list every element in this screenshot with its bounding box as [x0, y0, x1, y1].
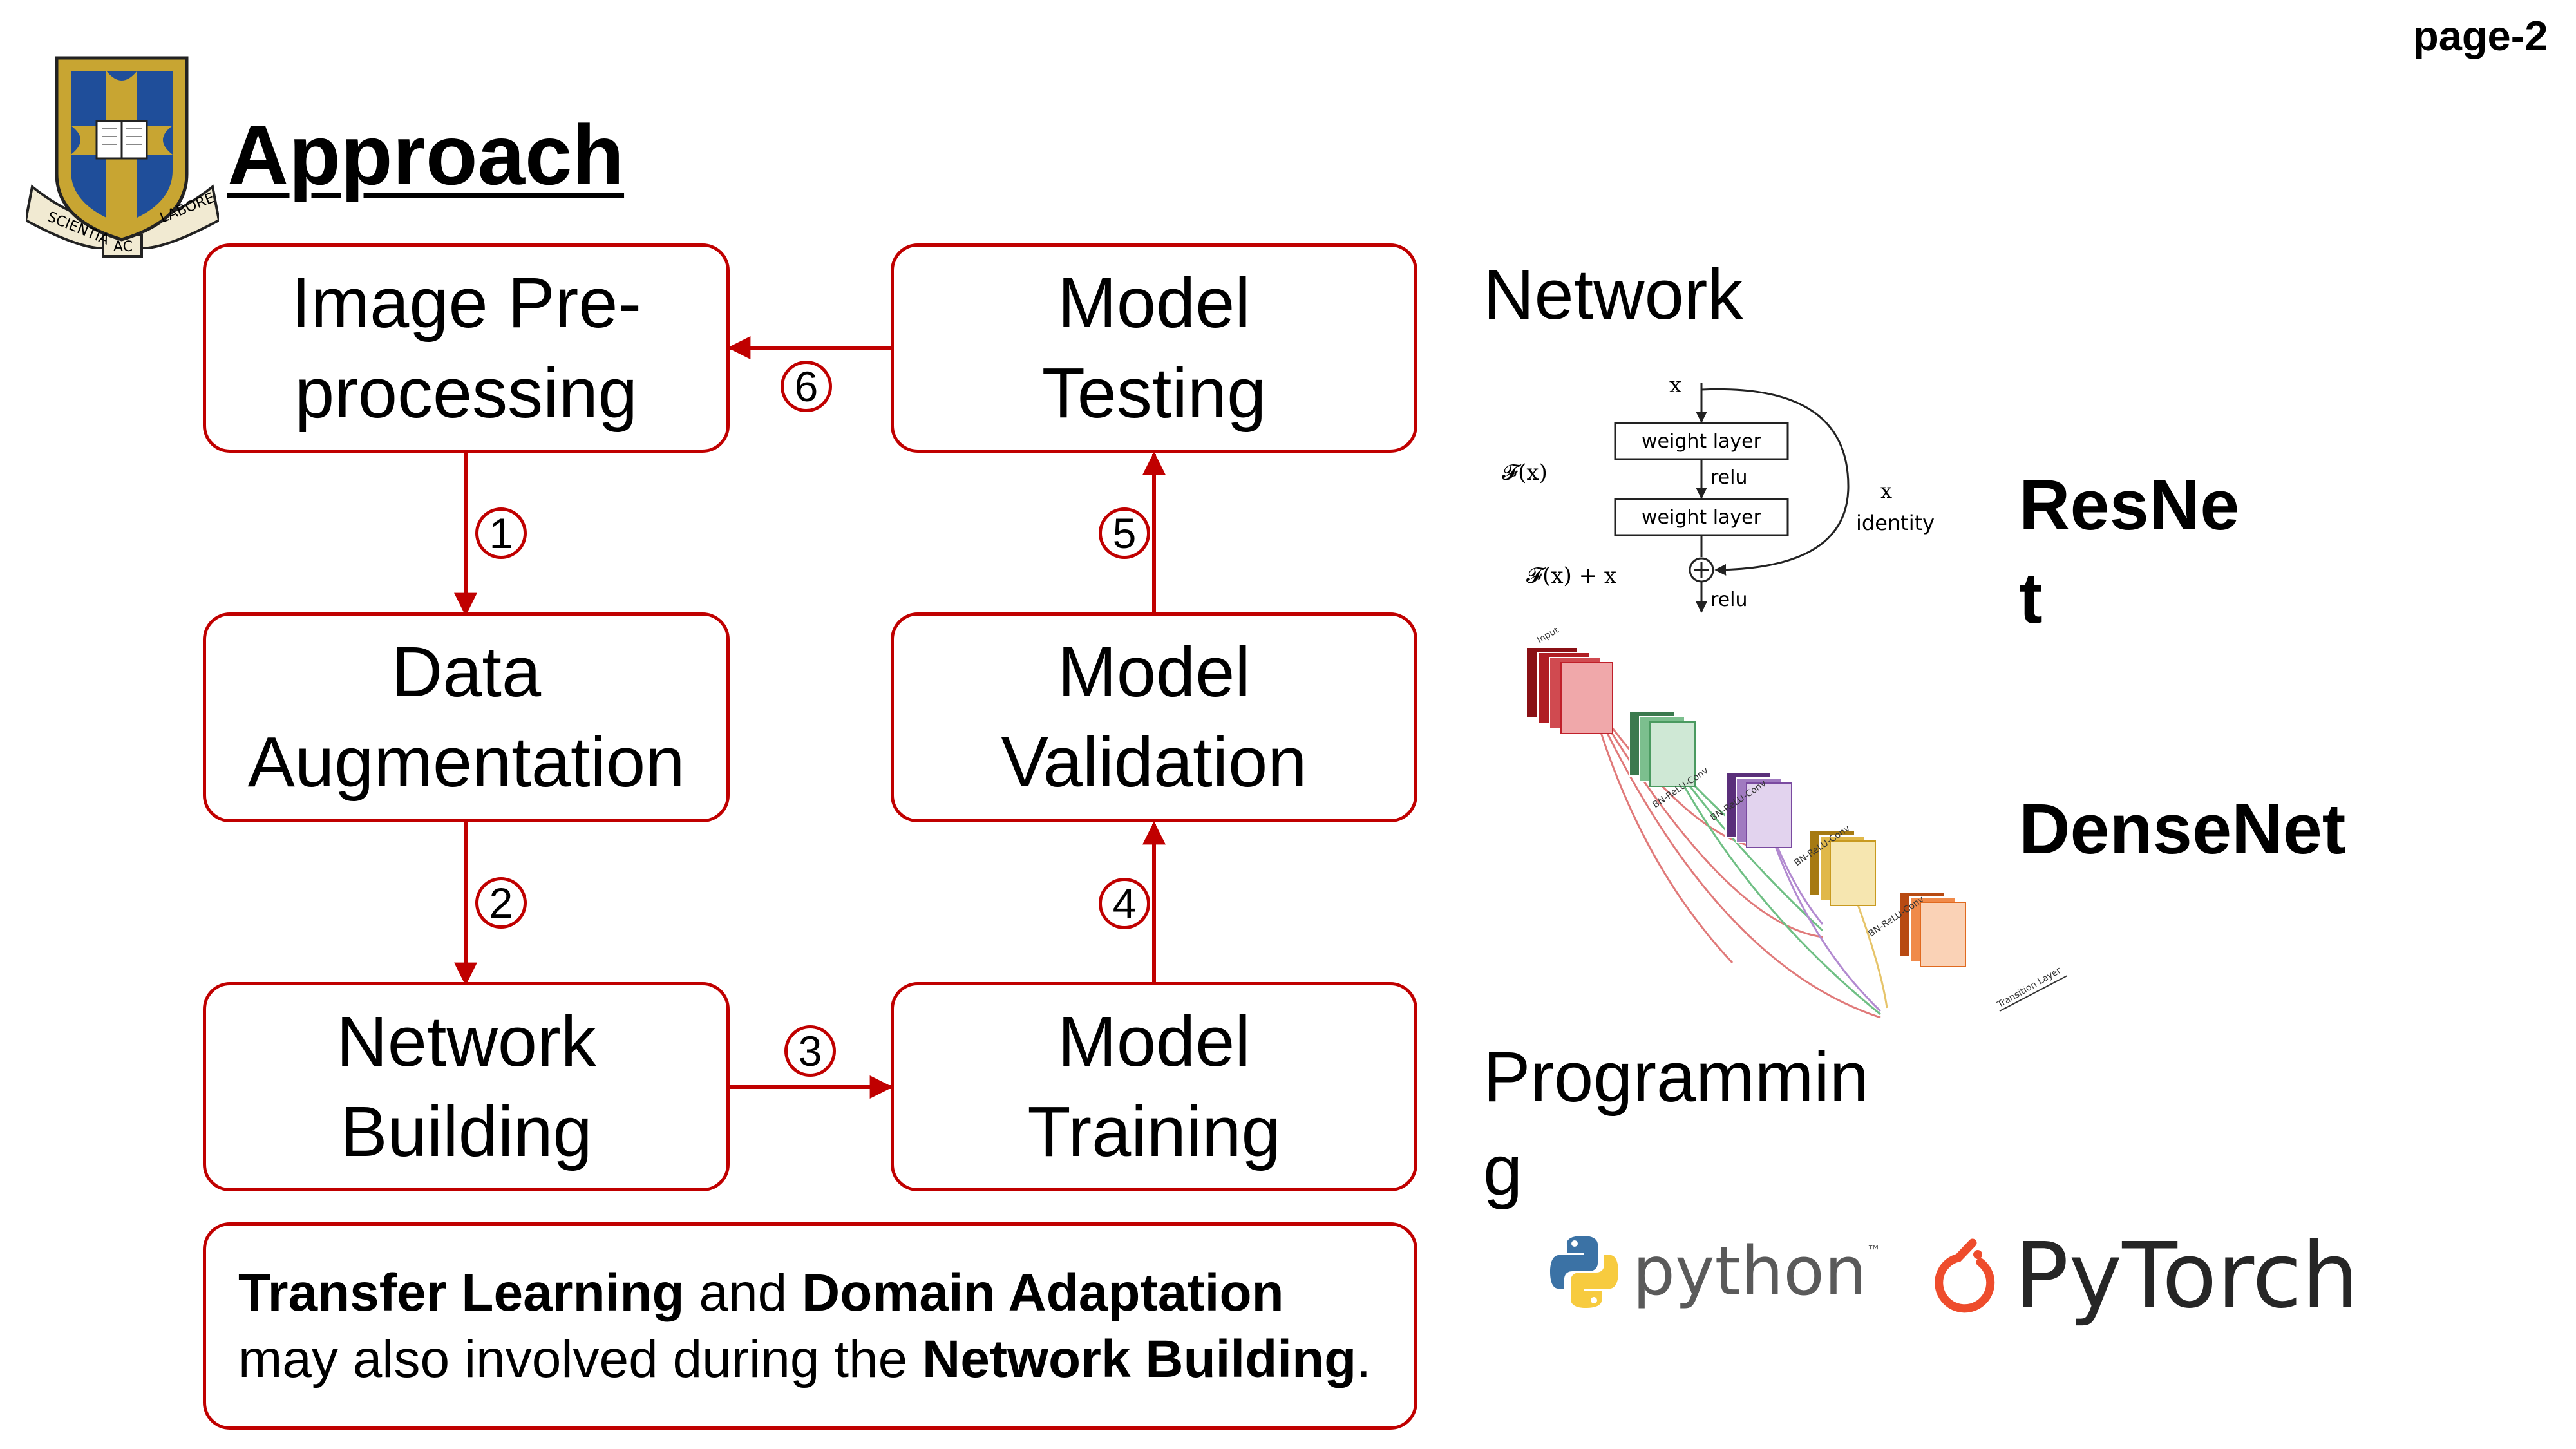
slide-title: Approach	[227, 108, 625, 202]
python-tm: ™	[1866, 1244, 1881, 1260]
weight-layer-2: weight layer	[1642, 506, 1762, 529]
relu-label-1: relu	[1710, 466, 1747, 489]
fx-plus-x-label: 𝓕(x) + x	[1526, 563, 1616, 589]
relu-label-2: relu	[1710, 589, 1747, 611]
note-transfer-learning: Transfer Learning	[238, 1264, 685, 1322]
python-logo-icon	[1550, 1236, 1618, 1308]
identity-x-label: x	[1880, 478, 1892, 503]
densenet-figure: Input BN-ReLU-Conv BN-ReLU-Conv BN-ReLU-…	[1526, 628, 2068, 1019]
box-model-validation: Model Validation	[891, 612, 1417, 822]
note-line-two: may also involved during the	[238, 1330, 923, 1388]
page-label: page-2	[2413, 12, 2548, 59]
pytorch-wordmark: PyTorch	[2014, 1224, 2359, 1329]
resnet-block-figure: x weight layer relu weight layer relu 𝓕(…	[1502, 372, 1935, 613]
network-heading: Network	[1483, 255, 1743, 334]
box-image-preprocessing: Image Pre- processing	[203, 243, 730, 453]
box-label: Image Pre- processing	[290, 263, 642, 433]
step-number-3: 3	[784, 1025, 836, 1077]
note-text: Transfer Learning and Domain Adaptation m…	[238, 1260, 1371, 1392]
dense-transition-layer-label: Transition Layer	[1995, 965, 2063, 1010]
dense-block-yellow	[1809, 830, 1876, 906]
box-label: Data Augmentation	[247, 632, 685, 802]
python-wordmark: python™	[1633, 1232, 1881, 1311]
identity-shortcut	[1701, 388, 1850, 576]
pytorch-flame-icon	[1935, 1238, 1995, 1313]
densenet-label: DenseNet	[2019, 790, 2346, 869]
dense-block-orange	[1899, 891, 1966, 967]
python-label: python	[1633, 1232, 1867, 1311]
university-crest-icon: SCIENTIA LABORE AC	[26, 56, 219, 258]
step-number-4: 4	[1099, 878, 1150, 929]
dense-connections	[1589, 698, 1888, 1019]
note-network-building: Network Building	[922, 1330, 1357, 1388]
note-period: .	[1356, 1330, 1372, 1388]
fx-label: 𝓕(x)	[1502, 460, 1548, 486]
box-label: Model Training	[1027, 1001, 1281, 1171]
resnet-input-label: x	[1669, 372, 1681, 398]
note-and: and	[684, 1264, 802, 1322]
step-number-2: 2	[475, 877, 527, 929]
box-label: Model Testing	[1041, 263, 1267, 433]
crest-motto-bottom: AC	[113, 239, 133, 255]
box-model-training: Model Training	[891, 982, 1417, 1191]
identity-label: identity	[1856, 511, 1935, 535]
dense-input-label: Input	[1535, 628, 1561, 645]
step-number-6: 6	[781, 361, 832, 412]
dense-block-input	[1526, 647, 1613, 734]
box-model-testing: Model Testing	[891, 243, 1417, 453]
weight-layer-1: weight layer	[1642, 430, 1762, 453]
programming-heading: Programmin g	[1483, 1037, 1870, 1210]
resnet-label: ResNe t	[2019, 466, 2240, 638]
note-box: Transfer Learning and Domain Adaptation m…	[203, 1222, 1417, 1430]
step-number-1: 1	[475, 507, 527, 559]
box-network-building: Network Building	[203, 982, 730, 1191]
box-label: Network Building	[336, 1001, 596, 1171]
box-label: Model Validation	[1001, 632, 1307, 802]
step-number-5: 5	[1099, 507, 1150, 559]
box-data-augmentation: Data Augmentation	[203, 612, 730, 822]
dense-block-purple	[1725, 772, 1792, 848]
note-domain-adaptation: Domain Adaptation	[802, 1264, 1284, 1322]
dense-block-green	[1629, 711, 1696, 787]
